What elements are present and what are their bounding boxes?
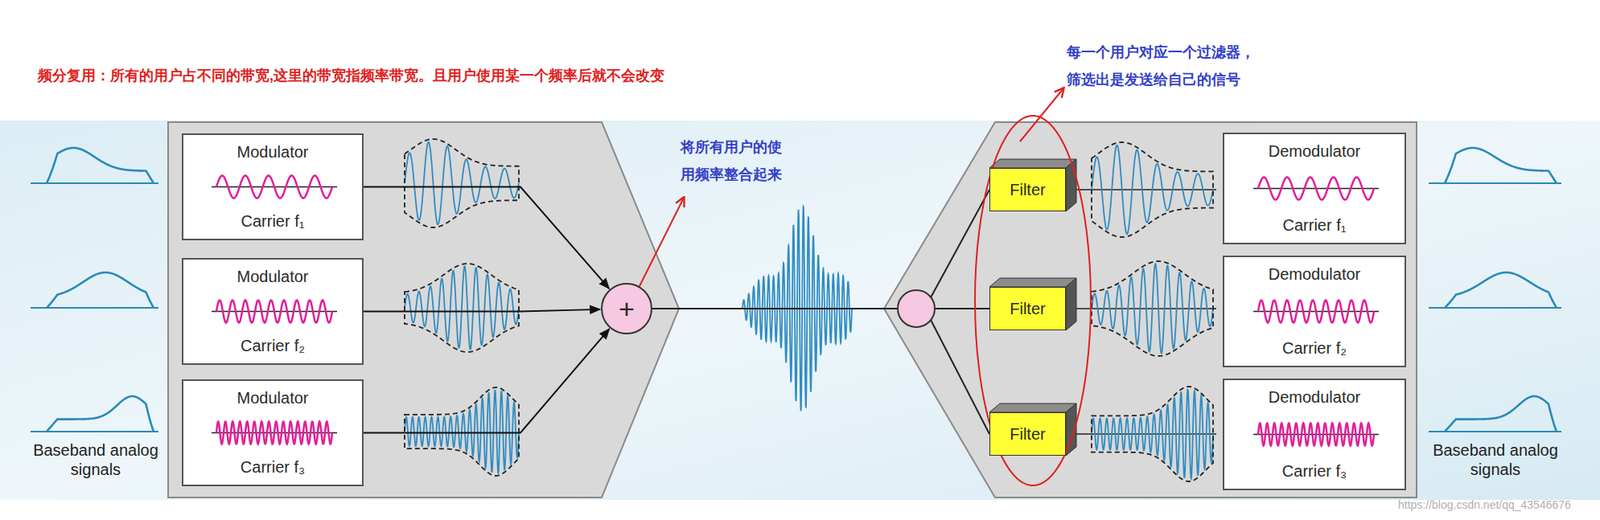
heading-note: 频分复用：所有的用户占不同的带宽,这里的带宽指频率带宽。且用户使用某一个频率后就… [37, 65, 665, 86]
baseband-signal [1444, 272, 1557, 309]
modulated-wave [1091, 263, 1214, 354]
signal-arrow [363, 329, 610, 433]
filter-box: Filter [989, 168, 1066, 212]
signal-arrow [363, 309, 601, 313]
carrier-label: Carrier f₁ [1283, 216, 1347, 235]
modulated-wave [404, 390, 519, 474]
envelope-outline [404, 263, 519, 353]
carrier-label: Carrier f₂ [1282, 339, 1347, 358]
modulated-wave [404, 266, 519, 350]
carrier-sine [216, 422, 333, 445]
box-title: Demodulator [1268, 265, 1362, 284]
envelope-outline [1091, 142, 1214, 238]
process-box: DemodulatorCarrier f₂ [1222, 255, 1407, 368]
signal-arrow [363, 187, 609, 290]
background-band [0, 120, 1600, 501]
filter-top-face [989, 159, 1077, 169]
splitter-circle [897, 290, 935, 328]
multiplexer-panel [168, 122, 679, 498]
box-title: Modulator [237, 143, 309, 162]
process-box: ModulatorCarrier f₃ [181, 379, 364, 487]
carrier-sine [1258, 300, 1374, 324]
filter-faces [989, 159, 1077, 457]
filter-top-face [989, 278, 1077, 288]
link-wire [652, 308, 898, 310]
baseband-signal [1444, 396, 1557, 432]
baseline [30, 182, 159, 185]
envelope-outline [404, 387, 519, 477]
leader-arrow [1020, 88, 1064, 142]
filter-label: Filter [1009, 180, 1045, 200]
filter-top-face [989, 403, 1077, 413]
envelope-outline [1091, 261, 1214, 357]
signal-caption: Baseband analog signals [1427, 440, 1564, 480]
filter-box: Filter [989, 412, 1066, 457]
box-title: Modulator [237, 389, 309, 408]
carrier-label: Carrier f₂ [240, 337, 305, 356]
carrier-sine [1258, 423, 1374, 447]
process-box: DemodulatorCarrier f₃ [1222, 378, 1407, 491]
process-box: ModulatorCarrier f₁ [181, 133, 364, 241]
baseband-signal [46, 148, 154, 184]
axis-line [1076, 189, 1217, 191]
baseline [1428, 182, 1562, 185]
annotation-note: 将所有用户的使 用频率整合起来 [680, 133, 782, 189]
modulated-wave [1091, 145, 1214, 235]
baseline [1428, 307, 1562, 309]
baseband-signal [46, 272, 154, 309]
filter-label: Filter [1009, 300, 1045, 319]
process-box: ModulatorCarrier f₂ [181, 258, 364, 366]
baseband-signal [46, 396, 154, 432]
demultiplexer-panel [884, 122, 1417, 498]
annotation-note: 每一个用户对应一个过滤器， 筛选出是发送给自己的信号 [1066, 38, 1255, 94]
baseband-signal [1444, 148, 1557, 184]
summing-circle: + [600, 283, 653, 335]
envelope-outline [1091, 386, 1214, 482]
carrier-label: Carrier f₁ [241, 212, 305, 231]
filter-label: Filter [1009, 425, 1045, 445]
box-title: Demodulator [1268, 388, 1362, 408]
filter-side-face [1065, 159, 1077, 212]
carrier-label: Carrier f₃ [240, 458, 305, 478]
envelope-outline [404, 139, 519, 228]
watermark: https://blog.csdn.net/qq_43546676 [1398, 498, 1572, 513]
signal-caption: Baseband analog signals [30, 440, 161, 480]
box-title: Demodulator [1268, 142, 1362, 161]
filter-side-face [1065, 278, 1077, 331]
baseline [30, 307, 159, 309]
process-box: DemodulatorCarrier f₁ [1222, 132, 1407, 245]
link-wire [934, 308, 990, 310]
link-wire [929, 189, 990, 300]
box-title: Modulator [237, 267, 309, 287]
baseline [30, 431, 159, 433]
carrier-sine [1258, 177, 1374, 201]
carrier-sine [216, 300, 333, 324]
highlight-ellipse [974, 115, 1091, 486]
carrier-sine [216, 176, 333, 199]
baseline [1428, 431, 1562, 433]
filter-box: Filter [989, 287, 1066, 331]
carrier-label: Carrier f₃ [1282, 462, 1347, 482]
leader-arrow [633, 197, 684, 298]
sum-symbol: + [618, 295, 635, 323]
modulated-wave [1091, 389, 1214, 479]
